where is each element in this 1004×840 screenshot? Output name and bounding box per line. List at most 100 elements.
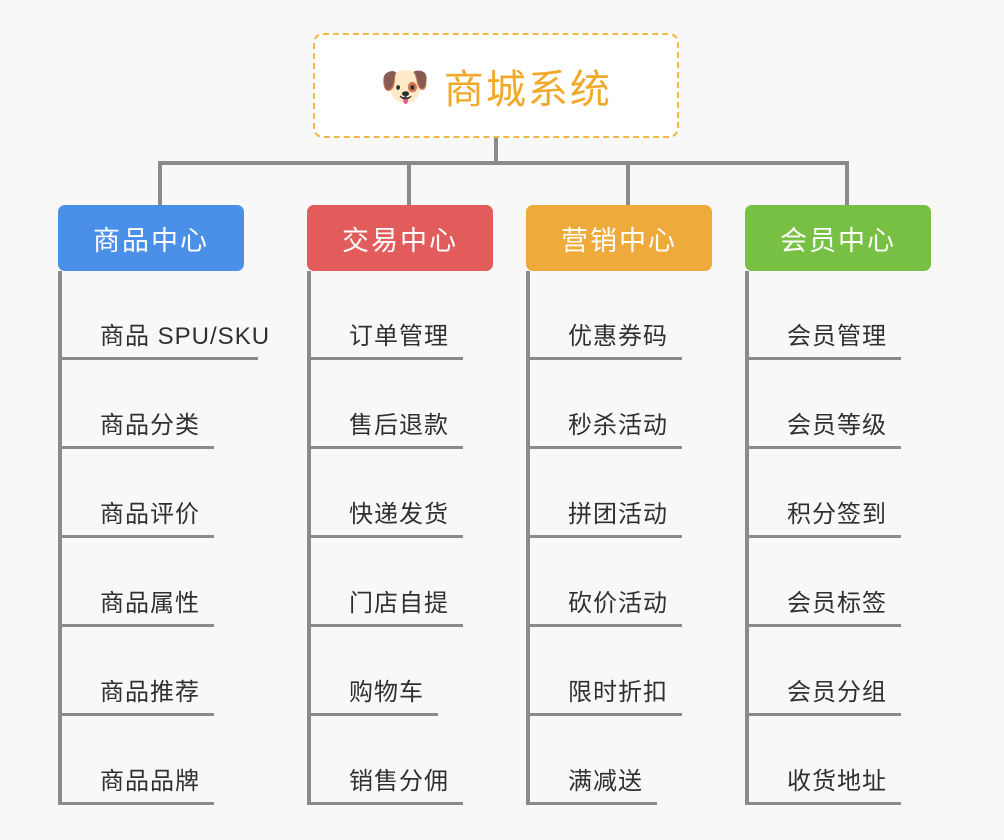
branch-item[interactable]: 商品评价 [58, 449, 244, 538]
branch-item-list: 商品 SPU/SKU 商品分类商品评价商品属性商品推荐商品品牌 [58, 271, 269, 805]
branch-item[interactable]: 会员管理 [745, 271, 931, 360]
branch-column-4: 会员中心会员管理会员等级积分签到会员标签会员分组收货地址 [745, 205, 931, 805]
branch-item-rule [526, 802, 657, 805]
branch-item[interactable]: 会员分组 [745, 627, 931, 716]
branch-item-label: 会员分组 [787, 679, 887, 706]
branch-item-list: 订单管理售后退款快递发货门店自提购物车销售分佣 [307, 271, 493, 805]
branch-item-label: 满减送 [568, 768, 643, 795]
branch-item-label: 购物车 [349, 679, 424, 706]
branch-item-rule [58, 713, 214, 716]
branch-item[interactable]: 收货地址 [745, 716, 931, 805]
branch-item-rule [526, 357, 682, 360]
branch-header-1[interactable]: 商品中心 [58, 205, 244, 271]
branch-item-rule [745, 713, 901, 716]
branch-item[interactable]: 商品属性 [58, 538, 244, 627]
branch-item-label: 订单管理 [349, 323, 449, 350]
branch-item-label: 积分签到 [787, 501, 887, 528]
branch-item-label: 会员等级 [787, 412, 887, 439]
branch-item-rule [526, 713, 682, 716]
root-stem-line [494, 138, 498, 165]
branch-item-label: 售后退款 [349, 412, 449, 439]
branch-item-list: 优惠券码秒杀活动拼团活动砍价活动限时折扣满减送 [526, 271, 712, 805]
branch-item-label: 商品推荐 [100, 679, 200, 706]
branch-header-label: 营销中心 [561, 225, 677, 256]
branch-header-label: 交易中心 [342, 225, 458, 256]
branch-item[interactable]: 满减送 [526, 716, 712, 805]
branch-item-rule [526, 446, 682, 449]
branch-item-rule [307, 713, 438, 716]
branch-item[interactable]: 订单管理 [307, 271, 493, 360]
branch-header-4[interactable]: 会员中心 [745, 205, 931, 271]
branch-column-2: 交易中心订单管理售后退款快递发货门店自提购物车销售分佣 [307, 205, 493, 805]
branch-spine-1 [58, 271, 62, 805]
branch-drop-line-2 [407, 161, 411, 207]
branch-item[interactable]: 限时折扣 [526, 627, 712, 716]
branch-item-label: 销售分佣 [349, 768, 449, 795]
root-title: 商城系统 [443, 67, 612, 112]
branch-item[interactable]: 积分签到 [745, 449, 931, 538]
branch-item-rule [745, 624, 901, 627]
branch-item[interactable]: 商品分类 [58, 360, 244, 449]
branch-item[interactable]: 售后退款 [307, 360, 493, 449]
branch-item-label: 商品分类 [100, 412, 200, 439]
branch-item-rule [745, 535, 901, 538]
branch-item[interactable]: 会员等级 [745, 360, 931, 449]
branch-item-label: 收货地址 [787, 768, 887, 795]
branch-column-1: 商品中心商品 SPU/SKU 商品分类商品评价商品属性商品推荐商品品牌 [58, 205, 269, 805]
branch-item-rule [307, 802, 463, 805]
branch-item-rule [526, 535, 682, 538]
branch-spine-3 [526, 271, 530, 805]
branch-bus-line [158, 161, 849, 165]
branch-item-rule [58, 802, 214, 805]
branch-item-rule [58, 624, 214, 627]
branch-item-rule [58, 357, 258, 360]
branch-item[interactable]: 秒杀活动 [526, 360, 712, 449]
branch-item-label: 秒杀活动 [568, 412, 668, 439]
branch-header-label: 商品中心 [93, 225, 209, 256]
branch-item-label: 优惠券码 [568, 323, 668, 350]
branch-header-label: 会员中心 [780, 225, 896, 256]
dog-face-icon: 🐶 [380, 64, 430, 109]
branch-item-rule [745, 802, 901, 805]
branch-item-label: 门店自提 [349, 590, 449, 617]
branch-drop-line-4 [845, 161, 849, 207]
branch-item-rule [307, 446, 463, 449]
branch-item-rule [745, 357, 901, 360]
branch-column-3: 营销中心优惠券码秒杀活动拼团活动砍价活动限时折扣满减送 [526, 205, 712, 805]
branch-item-label: 商品品牌 [100, 768, 200, 795]
branch-item-rule [58, 446, 214, 449]
branch-drop-line-3 [626, 161, 630, 207]
branch-item-label: 会员管理 [787, 323, 887, 350]
branch-item-rule [526, 624, 682, 627]
root-node[interactable]: 🐶 商城系统 [313, 33, 679, 138]
branch-spine-2 [307, 271, 311, 805]
branch-item[interactable]: 商品 SPU/SKU [58, 271, 269, 360]
branch-item[interactable]: 门店自提 [307, 538, 493, 627]
branch-drop-line-1 [158, 161, 162, 207]
branch-item-rule [745, 446, 901, 449]
branch-item-label: 限时折扣 [568, 679, 668, 706]
branch-item[interactable]: 砍价活动 [526, 538, 712, 627]
branch-header-2[interactable]: 交易中心 [307, 205, 493, 271]
branch-item-label: 快递发货 [349, 501, 449, 528]
branch-item[interactable]: 购物车 [307, 627, 493, 716]
branch-item-rule [307, 357, 463, 360]
branch-item[interactable]: 销售分佣 [307, 716, 493, 805]
branch-item[interactable]: 会员标签 [745, 538, 931, 627]
branch-item[interactable]: 商品品牌 [58, 716, 244, 805]
branch-item[interactable]: 快递发货 [307, 449, 493, 538]
branch-header-3[interactable]: 营销中心 [526, 205, 712, 271]
branch-item[interactable]: 商品推荐 [58, 627, 244, 716]
branch-item-label: 商品 SPU/SKU [100, 323, 271, 350]
branch-item-label: 会员标签 [787, 590, 887, 617]
branch-item-list: 会员管理会员等级积分签到会员标签会员分组收货地址 [745, 271, 931, 805]
branch-item[interactable]: 拼团活动 [526, 449, 712, 538]
branch-spine-4 [745, 271, 749, 805]
branch-item-label: 商品评价 [100, 501, 200, 528]
branch-item[interactable]: 优惠券码 [526, 271, 712, 360]
branch-item-rule [58, 535, 214, 538]
branch-item-rule [307, 535, 463, 538]
branch-item-label: 砍价活动 [568, 590, 668, 617]
branch-item-label: 拼团活动 [568, 501, 668, 528]
